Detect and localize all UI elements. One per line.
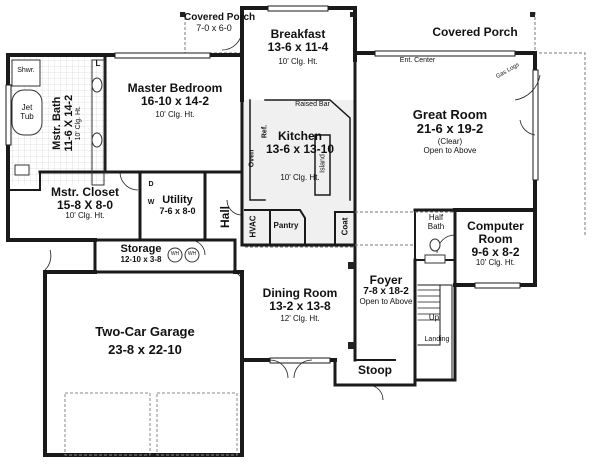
shower-label: Shwr.: [17, 67, 35, 74]
foyer-dims: 7-8 x 18-2: [363, 285, 409, 297]
kitchen-ceiling: 10' Clg. Ht.: [280, 172, 320, 182]
master-closet-ceiling: 10' Clg. Ht.: [65, 210, 105, 220]
ref-label: Ref.: [261, 124, 269, 139]
shower-fixture: [11, 59, 41, 87]
utility-name: Utility: [162, 194, 193, 206]
master-bath-dims: 11-6 X 14-2: [62, 94, 75, 152]
dining-room-ceiling: 12' Clg. Ht.: [280, 313, 320, 323]
label-breakfast: Breakfast 13-6 x 11-4 10' Clg. Ht.: [248, 28, 348, 67]
label-storage: Storage 12-10 x 3-8: [106, 243, 176, 265]
label-kitchen: Kitchen 13-6 x 13-10 10' Clg. Ht.: [255, 130, 345, 183]
great-room-note2: Open to Above: [423, 145, 477, 155]
great-room-name: Great Room: [412, 107, 488, 122]
label-master-closet: Mstr. Closet 15-8 X 8-0 10' Clg. Ht.: [35, 186, 135, 221]
stoop-name: Stoop: [358, 363, 392, 377]
label-garage: Two-Car Garage 23-8 x 22-10: [90, 324, 200, 358]
great-room-note1: (Clear): [437, 137, 463, 147]
garage-name: Two-Car Garage: [95, 324, 195, 339]
master-bedroom-ceiling: 10' Clg. Ht.: [155, 109, 195, 119]
label-stoop: Stoop: [340, 364, 410, 377]
breakfast-dims: 13-6 x 11-4: [267, 39, 329, 54]
master-closet-name: Mstr. Closet: [50, 185, 119, 199]
foyer-name: Foyer: [369, 273, 403, 287]
label-dining-room: Dining Room 13-2 x 13-8 12' Clg. Ht.: [250, 287, 350, 324]
raised-bar-label: Raised Bar: [295, 101, 330, 108]
computer-room-ceiling: 10' Clg. Ht.: [475, 257, 516, 267]
storage-name: Storage: [120, 243, 162, 255]
label-half-bath: Half Bath: [420, 213, 452, 231]
island-label: Island: [319, 154, 327, 173]
label-covered-porch-left: Covered Porch 7-0 x 6-0: [184, 12, 256, 34]
breakfast-name: Breakfast: [270, 27, 326, 41]
kitchen-dims: 13-6 x 13-10: [265, 141, 335, 156]
label-covered-porch-right: Covered Porch: [400, 26, 550, 39]
covered-porch-right-name: Covered Porch: [432, 25, 518, 39]
dining-room-name: Dining Room: [262, 286, 338, 300]
computer-room-dims: 9-6 x 8-2: [471, 244, 520, 259]
landing-label: Landing: [424, 336, 450, 343]
label-master-bath: Mstr. Bath 11-6 X 14-2 10' Clg. Ht.: [50, 78, 82, 168]
master-bedroom-dims: 16-10 x 14-2: [140, 93, 210, 108]
computer-room-name: Computer Room: [467, 219, 524, 246]
label-hall: Hall: [218, 197, 232, 237]
water-heater-2-label: WH: [187, 251, 197, 257]
hall-name: Hall: [218, 206, 232, 229]
coat-label: Coat: [340, 217, 350, 236]
garage-dims: 23-8 x 22-10: [108, 342, 182, 358]
storage-dims: 12-10 x 3-8: [120, 254, 162, 264]
master-bath-ceiling: 10' Clg. Ht.: [74, 106, 82, 141]
label-computer-room: Computer Room 9-6 x 8-2 10' Clg. Ht.: [458, 220, 533, 267]
dryer-label: D: [148, 181, 154, 188]
half-bath-name: Half Bath: [427, 213, 445, 231]
label-great-room: Great Room 21-6 x 19-2 (Clear) Open to A…: [390, 107, 510, 155]
ent-center-label: Ent. Center: [399, 57, 436, 64]
breakfast-ceiling: 10' Clg. Ht.: [278, 56, 318, 66]
pantry-label: Pantry: [273, 221, 299, 230]
master-bath-name: Mstr. Bath: [50, 96, 63, 150]
water-heater-2: [184, 247, 200, 263]
jet-tub-fixture: [11, 89, 43, 136]
label-foyer: Foyer 7-8 x 18-2 Open to Above: [355, 274, 417, 306]
label-master-bedroom: Master Bedroom 16-10 x 14-2 10' Clg. Ht.: [125, 82, 225, 120]
dining-room-dims: 13-2 x 13-8: [269, 298, 331, 313]
kitchen-name: Kitchen: [277, 129, 322, 143]
great-room-dims: 21-6 x 19-2: [416, 121, 484, 137]
covered-porch-left-dims: 7-0 x 6-0: [196, 22, 232, 33]
jet-tub-label: Jet Tub: [20, 103, 34, 121]
water-heater-1: [167, 247, 183, 263]
master-bedroom-name: Master Bedroom: [127, 81, 223, 95]
washer-label: W: [147, 199, 155, 206]
master-closet-dims: 15-8 X 8-0: [56, 197, 114, 212]
linen-label: L: [95, 59, 101, 68]
covered-porch-left-name: Covered Porch: [184, 12, 256, 23]
water-heater-1-label: WH: [170, 251, 180, 257]
utility-dims: 7-6 x 8-0: [159, 205, 196, 216]
label-utility: Utility 7-6 x 8-0: [150, 194, 205, 217]
hvac-label: HVAC: [248, 215, 258, 238]
foyer-note: Open to Above: [359, 296, 413, 306]
oven-label: Oven: [248, 149, 256, 168]
stair-up-label: Up: [428, 313, 440, 322]
